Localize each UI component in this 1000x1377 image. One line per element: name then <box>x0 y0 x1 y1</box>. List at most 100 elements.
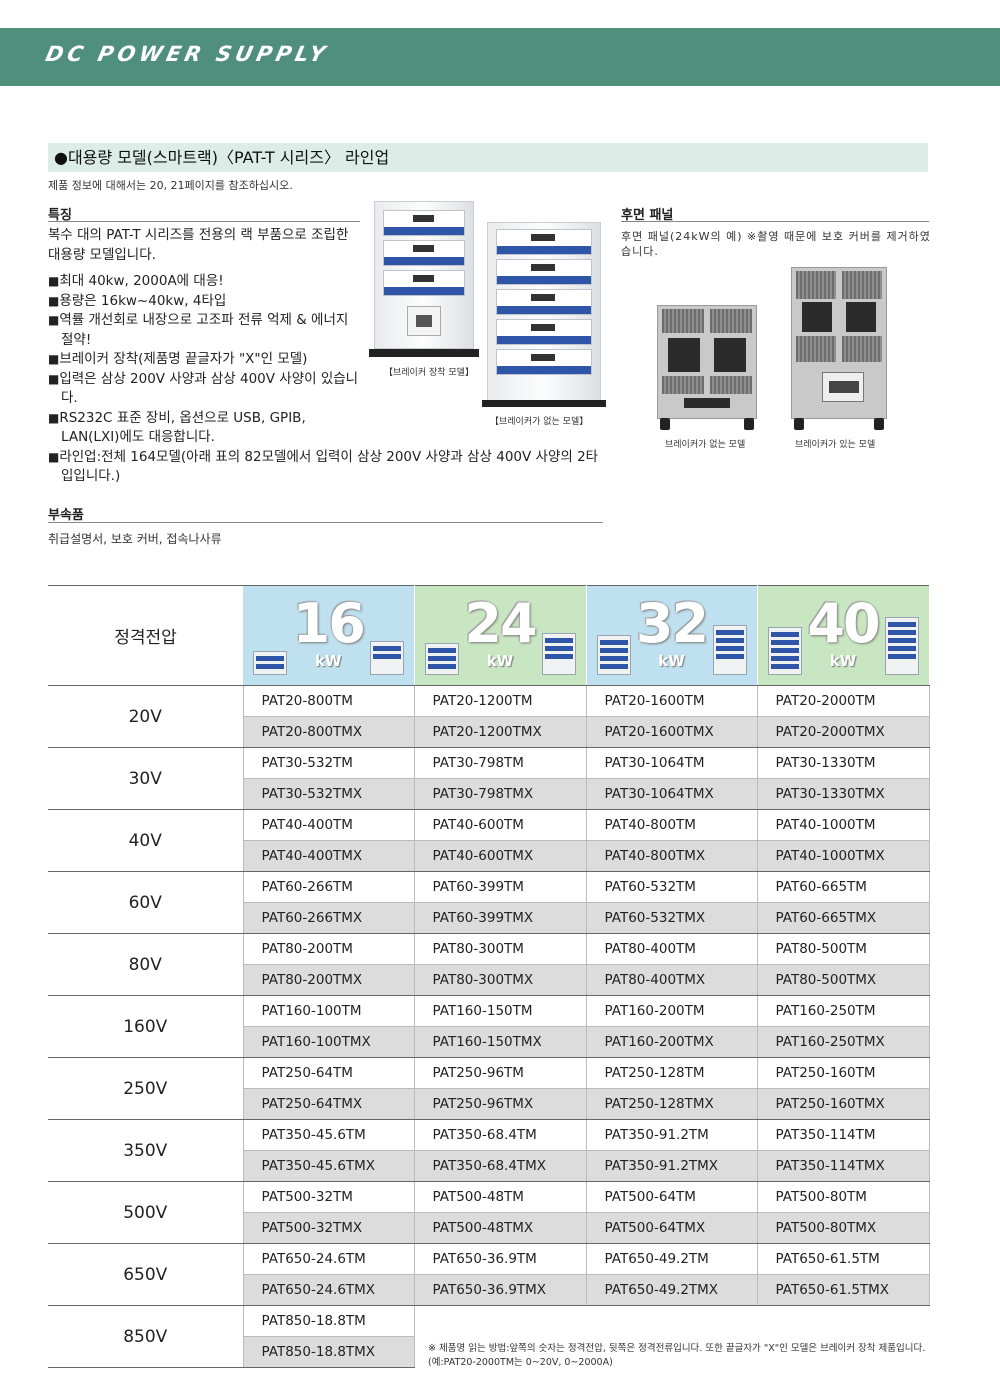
model-cell-tmx: PAT60-665TMX <box>757 902 930 934</box>
rack-illustration <box>424 643 459 675</box>
model-cell-tm: PAT850-18.8TM <box>243 1305 415 1337</box>
model-cell-tmx: PAT40-400TMX <box>243 840 415 872</box>
model-cell-tmx: PAT500-64TMX <box>586 1212 758 1244</box>
model-cell-tmx: PAT160-250TMX <box>757 1026 930 1058</box>
model-cell-tm: PAT500-48TM <box>414 1181 587 1213</box>
model-cell-tmx: PAT20-1200TMX <box>414 716 587 748</box>
model-cell-tmx: PAT350-68.4TMX <box>414 1150 587 1182</box>
voltage-cell: 850V <box>48 1305 244 1368</box>
empty-cell <box>586 1336 757 1368</box>
model-cell-tmx: PAT350-91.2TMX <box>586 1150 758 1182</box>
model-cell-tmx: PAT650-24.6TMX <box>243 1274 415 1306</box>
voltage-cell: 80V <box>48 933 244 996</box>
model-cell-tmx: PAT250-128TMX <box>586 1088 758 1120</box>
model-cell-tmx: PAT650-61.5TMX <box>757 1274 930 1306</box>
model-cell-tmx: PAT500-32TMX <box>243 1212 415 1244</box>
model-cell-tm: PAT30-798TM <box>414 747 587 779</box>
model-cell-tmx: PAT40-800TMX <box>586 840 758 872</box>
voltage-cell: 650V <box>48 1243 244 1306</box>
rear-panel-rule <box>621 221 929 222</box>
model-cell-tm: PAT250-160TM <box>757 1057 930 1089</box>
model-cell-tm: PAT20-1200TM <box>414 685 587 717</box>
model-cell-tm: PAT60-399TM <box>414 871 587 903</box>
model-cell-tmx: PAT80-500TMX <box>757 964 930 996</box>
reference-note: 제품 정보에 대해서는 20, 21페이지를 참조하십시오. <box>48 179 293 192</box>
model-cell-tm: PAT20-2000TM <box>757 685 930 717</box>
accessories-heading: 부속품 <box>48 508 84 523</box>
model-cell-tm: PAT350-91.2TM <box>586 1119 758 1151</box>
features-rule <box>48 221 360 222</box>
empty-cell <box>757 1305 929 1337</box>
model-cell-tmx: PAT250-64TMX <box>243 1088 415 1120</box>
caption-without-breaker: 【브레이커가 없는 모델】 <box>490 417 589 427</box>
model-cell-tmx: PAT250-96TMX <box>414 1088 587 1120</box>
model-cell-tm: PAT30-1064TM <box>586 747 758 779</box>
model-cell-tm: PAT500-80TM <box>757 1181 930 1213</box>
model-cell-tmx: PAT30-798TMX <box>414 778 587 810</box>
model-cell-tmx: PAT160-100TMX <box>243 1026 415 1058</box>
model-cell-tmx: PAT500-48TMX <box>414 1212 587 1244</box>
model-cell-tmx: PAT40-600TMX <box>414 840 587 872</box>
model-cell-tmx: PAT30-532TMX <box>243 778 415 810</box>
model-cell-tm: PAT250-96TM <box>414 1057 587 1089</box>
empty-cell <box>757 1336 929 1368</box>
model-cell-tm: PAT60-266TM <box>243 871 415 903</box>
voltage-cell: 20V <box>48 685 244 748</box>
model-cell-tm: PAT500-64TM <box>586 1181 758 1213</box>
model-cell-tm: PAT20-800TM <box>243 685 415 717</box>
model-cell-tmx: PAT650-36.9TMX <box>414 1274 587 1306</box>
model-cell-tm: PAT160-150TM <box>414 995 587 1027</box>
model-cell-tm: PAT60-665TM <box>757 871 930 903</box>
rack-illustration <box>596 635 631 675</box>
feature-item: ■라인업:전체 164모델(아래 표의 82모델에서 입력이 삼상 200V 사… <box>48 448 599 485</box>
model-cell-tm: PAT80-300TM <box>414 933 587 965</box>
features-heading: 특징 <box>48 208 72 223</box>
rear-panel-heading: 후면 패널 <box>621 208 674 223</box>
model-cell-tmx: PAT60-532TMX <box>586 902 758 934</box>
voltage-cell: 30V <box>48 747 244 810</box>
model-cell-tmx: PAT80-400TMX <box>586 964 758 996</box>
accessories-text: 취급설명서, 보호 커버, 접속나사류 <box>48 532 222 546</box>
model-cell-tm: PAT350-114TM <box>757 1119 930 1151</box>
accessories-rule <box>48 522 603 523</box>
model-cell-tmx: PAT30-1330TMX <box>757 778 930 810</box>
feature-item: ■역률 개선회로 내장으로 고조파 전류 억제 & 에너지 절약! <box>48 312 349 348</box>
model-cell-tmx: PAT650-49.2TMX <box>586 1274 758 1306</box>
rear-panel-description: 후면 패널(24kW의 예) ※촬영 때문에 보호 커버를 제거하였습니다. <box>621 230 931 258</box>
model-naming-footnote: ※ 제품명 읽는 방법:앞쪽의 숫자는 정격전압, 뒷쪽은 정격전류입니다. 또… <box>428 1343 926 1368</box>
model-cell-tm: PAT20-1600TM <box>586 685 758 717</box>
model-cell-tm: PAT650-36.9TM <box>414 1243 587 1275</box>
voltage-cell: 250V <box>48 1057 244 1120</box>
model-cell-tm: PAT40-400TM <box>243 809 415 841</box>
model-cell-tmx: PAT20-2000TMX <box>757 716 930 748</box>
voltage-cell: 60V <box>48 871 244 934</box>
model-cell-tm: PAT60-532TM <box>586 871 758 903</box>
model-cell-tm: PAT40-600TM <box>414 809 587 841</box>
model-cell-tmx: PAT30-1064TMX <box>586 778 758 810</box>
features-intro: 복수 대의 PAT-T 시리즈를 전용의 랙 부품으로 조립한 대용량 모델입니… <box>48 227 349 263</box>
feature-item: ■RS232C 표준 장비, 옵션으로 USB, GPIB, LAN(LXI)에… <box>48 409 306 446</box>
voltage-cell: 40V <box>48 809 244 872</box>
feature-item: ■최대 40kw, 2000A에 대응! <box>48 273 224 289</box>
model-cell-tm: PAT30-1330TM <box>757 747 930 779</box>
model-cell-tmx: PAT40-1000TMX <box>757 840 930 872</box>
voltage-cell: 350V <box>48 1119 244 1182</box>
